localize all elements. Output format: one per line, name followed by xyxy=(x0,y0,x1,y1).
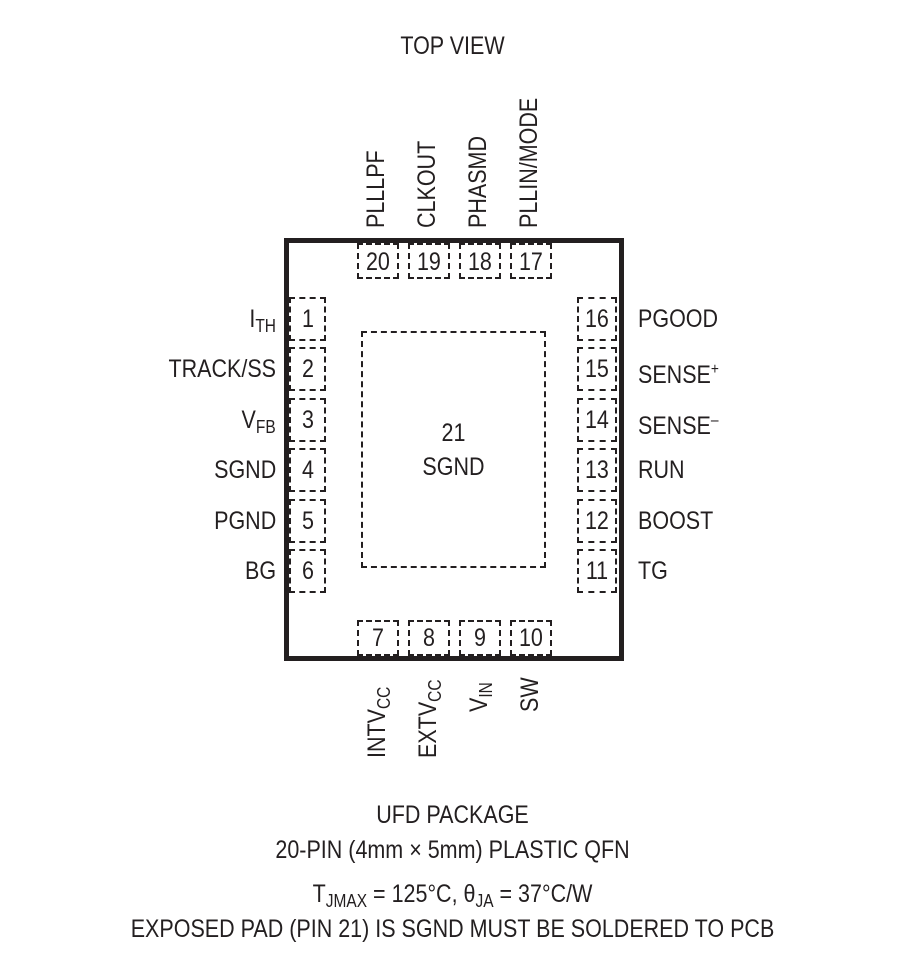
pin-number: 11 xyxy=(585,557,609,585)
pin-number: 10 xyxy=(519,624,543,652)
pin-name-subscript: TH xyxy=(255,316,276,336)
pin-label-5: PGND xyxy=(213,506,276,535)
pin-number: 13 xyxy=(585,456,609,485)
pin-name-text: INTV xyxy=(363,709,391,758)
pin-name-text: TG xyxy=(638,557,668,585)
exposed-pad: 21 SGND xyxy=(361,331,546,568)
pin-name-text: SW xyxy=(516,677,544,712)
pin-label-9: VIN xyxy=(465,682,499,712)
exposed-pad-note: EXPOSED PAD (PIN 21) IS SGND MUST BE SOL… xyxy=(130,915,775,943)
pin-number: 8 xyxy=(423,624,435,652)
pin-number: 15 xyxy=(585,355,609,384)
pin-number: 18 xyxy=(468,248,492,276)
pin-number: 4 xyxy=(301,456,314,485)
pin-name-text: PLLLPF xyxy=(362,150,390,228)
pin-number: 14 xyxy=(585,405,609,434)
pin-pad-4: 4 xyxy=(289,448,326,493)
pin-name-text: SENSE xyxy=(638,411,711,440)
pin-pad-14: 14 xyxy=(577,397,617,442)
pin-label-15: SENSE+ xyxy=(638,357,719,388)
pin-label-8: EXTVCC xyxy=(414,679,448,758)
exposed-pad-number: 21 xyxy=(441,419,466,447)
pin-number: 7 xyxy=(372,624,384,652)
package-description: 20-PIN (4mm × 5mm) PLASTIC QFN xyxy=(275,836,630,864)
pin-pad-16: 16 xyxy=(577,297,617,341)
pin-name-subscript: FB xyxy=(256,416,276,437)
pin-label-11: TG xyxy=(638,559,668,584)
pin-pad-2: 2 xyxy=(289,347,326,392)
pin-number: 19 xyxy=(417,248,441,276)
pin-name-subscript: CC xyxy=(425,679,445,702)
pin-number: 17 xyxy=(519,248,543,276)
pin-name-text: PLLIN/MODE xyxy=(515,97,543,228)
pin-name-text: I xyxy=(249,305,256,333)
pin-label-10: SW xyxy=(516,677,544,712)
pin-label-20: PLLLPF xyxy=(362,150,390,228)
pin-label-2: TRACK/SS xyxy=(168,357,276,382)
pin-number: 12 xyxy=(585,506,609,535)
pin-number: 20 xyxy=(366,248,390,276)
pin-name-text: TRACK/SS xyxy=(168,355,276,384)
pin-name-text: V xyxy=(241,405,257,434)
pin-pad-7: 7 xyxy=(357,620,399,656)
package-body xyxy=(284,238,624,661)
pin-pad-10: 10 xyxy=(510,620,552,656)
pin-number: 6 xyxy=(301,557,314,585)
pin-label-6: BG xyxy=(245,559,276,584)
pin-name-text: EXTV xyxy=(414,701,442,758)
pin-label-19: CLKOUT xyxy=(413,140,441,228)
pin-pad-3: 3 xyxy=(289,397,326,442)
pin-label-3: VFB xyxy=(241,405,276,440)
pin-pad-13: 13 xyxy=(577,448,617,493)
pin-pad-15: 15 xyxy=(577,347,617,392)
pin-pad-6: 6 xyxy=(289,549,326,593)
pin-name-text: RUN xyxy=(638,456,685,485)
pin-label-16: PGOOD xyxy=(638,307,718,332)
pin-number: 1 xyxy=(301,305,314,333)
pin-name-text: SGND xyxy=(213,456,276,485)
pin-name-text: PGND xyxy=(213,506,276,535)
pin-name-text: BG xyxy=(244,557,276,585)
pin-name-subscript: IN xyxy=(476,682,496,698)
pin-label-12: BOOST xyxy=(638,506,714,535)
pin-pad-20: 20 xyxy=(357,243,399,279)
pin-name-text: BOOST xyxy=(638,506,714,535)
pin-pad-11: 11 xyxy=(577,549,617,593)
pin-pad-1: 1 xyxy=(289,297,326,341)
pin-pad-5: 5 xyxy=(289,498,326,543)
pin-label-4: SGND xyxy=(214,458,276,483)
pin-label-17: PLLIN/MODE xyxy=(515,97,543,228)
pin-name-text: CLKOUT xyxy=(413,140,441,228)
pin-pad-17: 17 xyxy=(510,243,552,279)
pin-label-7: INTVCC xyxy=(363,686,397,758)
exposed-pad-name: SGND xyxy=(422,453,485,481)
pin-pad-9: 9 xyxy=(459,620,501,656)
pin-pad-8: 8 xyxy=(408,620,450,656)
pin-name-superscript: + xyxy=(710,361,719,379)
thermal-spec: TJMAX = 125°C, θJA = 37°C/W xyxy=(312,880,593,911)
pin-label-18: PHASMD xyxy=(464,136,492,228)
pin-name-text: PHASMD xyxy=(464,136,492,228)
pin-pad-18: 18 xyxy=(459,243,501,279)
package-name: UFD PACKAGE xyxy=(376,801,529,829)
pin-label-14: SENSE– xyxy=(638,408,719,439)
pin-name-text: V xyxy=(465,697,493,712)
pin-label-13: RUN xyxy=(638,458,685,483)
pin-number: 16 xyxy=(585,305,609,333)
pin-name-subscript: CC xyxy=(374,686,394,710)
pin-name-superscript: – xyxy=(710,411,719,429)
pin-name-text: SENSE xyxy=(638,361,711,390)
pin-number: 9 xyxy=(474,624,486,652)
pin-number: 3 xyxy=(301,405,314,434)
pin-label-1: ITH xyxy=(249,307,276,339)
pin-pad-12: 12 xyxy=(577,498,617,543)
pin-name-text: PGOOD xyxy=(638,305,719,333)
pin-number: 5 xyxy=(301,506,314,535)
pin-pad-19: 19 xyxy=(408,243,450,279)
pin-number: 2 xyxy=(301,355,314,384)
top-view-label: TOP VIEW xyxy=(400,32,505,60)
